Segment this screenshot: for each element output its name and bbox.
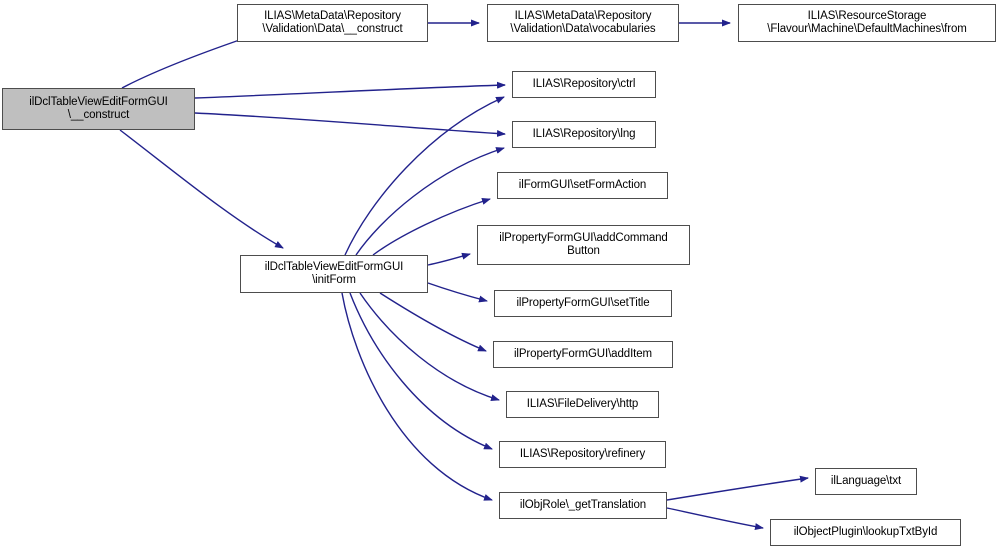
graph-node-set_form_action[interactable]: ilFormGUI\setFormAction bbox=[497, 172, 668, 199]
graph-node-md_construct[interactable]: ILIAS\MetaData\Repository \Validation\Da… bbox=[237, 4, 428, 42]
graph-node-label: ilObjectPlugin\lookupTxtById bbox=[793, 526, 938, 538]
graph-node-label: ilFormGUI\setFormAction bbox=[518, 179, 647, 191]
edge-init_form-to-add_item bbox=[379, 292, 487, 352]
graph-node-label: ilPropertyFormGUI\addItem bbox=[513, 348, 653, 360]
graph-node-file_delivery_http[interactable]: ILIAS\FileDelivery\http bbox=[506, 391, 659, 418]
graph-node-label: ILIAS\Repository\lng bbox=[532, 128, 636, 140]
edge-init_form-to-set_title bbox=[427, 282, 488, 303]
edge-init_form-to-repo_refinery bbox=[349, 292, 493, 450]
edge-construct-to-repo_lng bbox=[194, 112, 506, 137]
graph-node-label: ilDclTableViewEditFormGUI \__construct bbox=[29, 96, 168, 121]
graph-node-label: ilPropertyFormGUI\addCommand Button bbox=[499, 232, 668, 257]
graph-node-label: ILIAS\ResourceStorage \Flavour\Machine\D… bbox=[767, 10, 967, 35]
graph-node-label: ILIAS\FileDelivery\http bbox=[526, 398, 639, 410]
graph-node-repo_refinery[interactable]: ILIAS\Repository\refinery bbox=[499, 441, 666, 468]
graph-node-repo_ctrl[interactable]: ILIAS\Repository\ctrl bbox=[512, 71, 656, 98]
edge-init_form-to-file_delivery_http bbox=[359, 292, 500, 402]
graph-node-label: ilDclTableViewEditFormGUI \initForm bbox=[264, 261, 404, 286]
graph-node-label: ILIAS\MetaData\Repository \Validation\Da… bbox=[262, 10, 403, 35]
edge-construct-to-init_form bbox=[119, 129, 284, 249]
graph-node-label: ilObjRole\_getTranslation bbox=[519, 499, 647, 511]
edge-get_translation-to-lookup_txt_by_id bbox=[666, 507, 764, 531]
graph-node-construct[interactable]: ilDclTableViewEditFormGUI \__construct bbox=[2, 88, 195, 130]
graph-node-repo_lng[interactable]: ILIAS\Repository\lng bbox=[512, 121, 656, 148]
edge-init_form-to-get_translation bbox=[341, 292, 493, 501]
graph-node-label: ilLanguage\txt bbox=[830, 475, 902, 487]
graph-node-label: ilPropertyFormGUI\setTitle bbox=[516, 297, 650, 309]
edge-construct-to-repo_ctrl bbox=[194, 81, 506, 99]
graph-node-md_vocabularies[interactable]: ILIAS\MetaData\Repository \Validation\Da… bbox=[487, 4, 679, 42]
graph-node-set_title[interactable]: ilPropertyFormGUI\setTitle bbox=[494, 290, 672, 317]
graph-node-add_item[interactable]: ilPropertyFormGUI\addItem bbox=[493, 341, 673, 368]
edge-group bbox=[119, 19, 809, 531]
graph-node-lookup_txt_by_id[interactable]: ilObjectPlugin\lookupTxtById bbox=[770, 519, 961, 546]
graph-node-get_translation[interactable]: ilObjRole\_getTranslation bbox=[499, 492, 667, 519]
edge-get_translation-to-language_txt bbox=[666, 475, 809, 501]
graph-node-add_command_button[interactable]: ilPropertyFormGUI\addCommand Button bbox=[477, 225, 690, 265]
graph-node-label: ILIAS\MetaData\Repository \Validation\Da… bbox=[510, 10, 656, 35]
graph-node-label: ILIAS\Repository\ctrl bbox=[532, 78, 636, 90]
graph-node-init_form[interactable]: ilDclTableViewEditFormGUI \initForm bbox=[240, 255, 428, 293]
edge-init_form-to-set_form_action bbox=[372, 198, 491, 256]
edge-init_form-to-add_command_button bbox=[427, 252, 471, 266]
graph-node-language_txt[interactable]: ilLanguage\txt bbox=[815, 468, 917, 495]
graph-node-resource_storage_from[interactable]: ILIAS\ResourceStorage \Flavour\Machine\D… bbox=[738, 4, 996, 42]
graph-node-label: ILIAS\Repository\refinery bbox=[519, 448, 646, 460]
